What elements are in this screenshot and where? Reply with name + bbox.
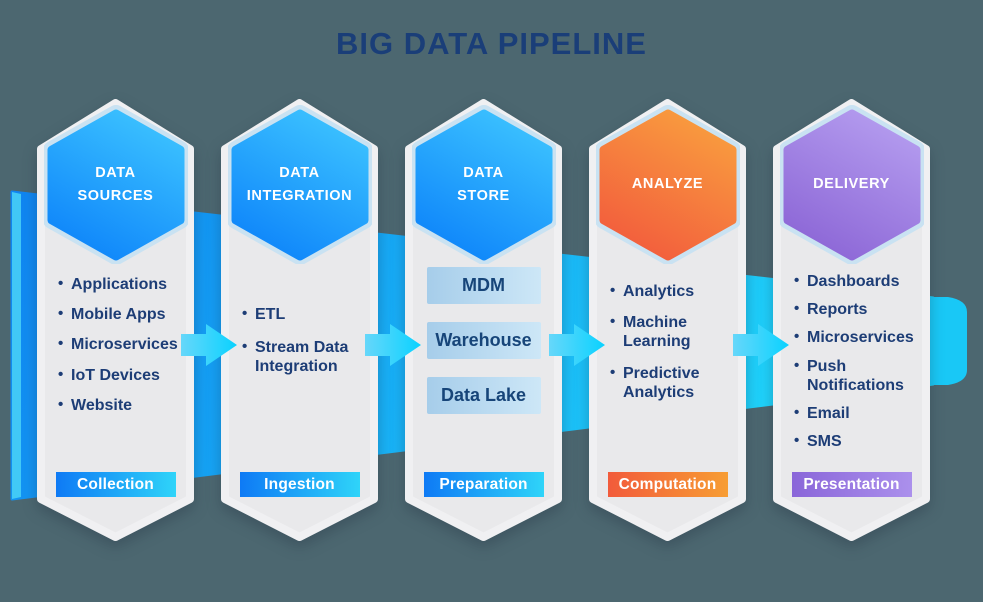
stage-bottom-label: Ingestion xyxy=(239,472,360,497)
stage-bottom-label: Presentation xyxy=(791,472,912,497)
list-item: • Applications xyxy=(58,275,184,294)
list-item-text: IoT Devices xyxy=(71,366,160,384)
stage-hexagon-badge-icon xyxy=(779,105,924,264)
list-item: • IoT Devices xyxy=(58,366,184,385)
arrow-tip xyxy=(930,297,967,385)
bullet-icon: • xyxy=(610,282,616,299)
bullet-icon: • xyxy=(794,328,800,346)
stage-card-computation: ANALYZE • Analytics • Machine Learning • Pred… xyxy=(589,97,746,543)
bullet-icon: • xyxy=(610,313,616,331)
list-item-text: Analytics xyxy=(623,283,695,300)
list-item: • Stream Data Integration xyxy=(242,338,368,376)
bullet-icon: • xyxy=(58,335,64,353)
list-item: • Microservices xyxy=(58,335,184,354)
bullet-icon: • xyxy=(794,432,800,450)
bullet-icon: • xyxy=(610,363,616,381)
list-item-text: Microservices xyxy=(71,336,178,354)
list-item-text: Dashboards xyxy=(807,273,900,290)
stage-bottom-label: Preparation xyxy=(423,472,544,497)
list-item: • Push Notifications xyxy=(794,357,920,395)
list-item-text: Push Notifications xyxy=(807,357,904,394)
list-item-text: Microservices xyxy=(807,329,914,347)
list-item-text: SMS xyxy=(807,433,842,451)
list-item-text: Email xyxy=(807,404,850,422)
list-item-text: Machine Learning xyxy=(623,314,691,351)
stage-badge-label: DATA INTEGRATION xyxy=(246,165,353,204)
stage-hexagon-badge-icon xyxy=(411,105,556,264)
list-item: • Machine Learning xyxy=(610,313,736,351)
stage-bottom-label: Computation xyxy=(607,472,728,497)
list-item: • Analytics xyxy=(610,282,736,301)
stage-item-list: •Applications•Mobile Apps•Microservices•… xyxy=(58,275,184,415)
bullet-icon: • xyxy=(58,275,64,292)
list-item: • SMS xyxy=(794,432,920,451)
bullet-icon: • xyxy=(794,403,800,421)
list-item: • Reports xyxy=(794,300,920,319)
list-item: • Website xyxy=(58,396,184,415)
bullet-icon: • xyxy=(242,305,248,322)
stage-hexagon-badge-icon xyxy=(43,105,188,264)
stage-hexagon-badge-icon xyxy=(227,105,372,264)
bullet-icon: • xyxy=(58,365,64,383)
stage-badge-label: DATA STORE xyxy=(457,165,510,204)
stage-bottom-label: Collection xyxy=(55,472,176,497)
list-item-text: Predictive Analytics xyxy=(623,364,700,401)
stage-card-collection: DATA SOURCES • Applications • Mobile Apps • M… xyxy=(37,97,194,543)
stage-badge-label: ANALYZE xyxy=(631,176,704,193)
stage-item-list: • Analytics • Machine Learning • Predictive A… xyxy=(610,282,736,402)
store-box: Data Lake xyxy=(426,377,541,414)
list-item: • Dashboards xyxy=(794,272,920,291)
list-item-text: Website xyxy=(71,396,133,414)
bullet-icon: • xyxy=(242,338,248,356)
list-item: • ETL xyxy=(242,305,368,324)
list-item-text: Mobile Apps xyxy=(71,306,166,324)
list-item-text: Applications xyxy=(71,276,168,293)
stage-item-list: • ETL • Stream Data Integration xyxy=(242,305,368,377)
bullet-icon: • xyxy=(58,305,64,323)
store-box: MDM xyxy=(426,267,541,304)
stage-card-ingestion: DATA INTEGRATION • ETL • Stream Data Integr… xyxy=(221,97,378,543)
stage-item-list: • Dashboards • Reports • Microservices • Push N… xyxy=(794,272,920,451)
stage-card-presentation: DELIVERY • Dashboards • Reports • Microservic… xyxy=(773,97,930,543)
list-item-text: ETL xyxy=(255,306,286,323)
list-item: • Email xyxy=(794,404,920,423)
bullet-icon: • xyxy=(794,356,800,374)
list-item-text: Reports xyxy=(807,301,868,319)
arrow-band-left-highlight xyxy=(12,192,21,499)
bullet-icon: • xyxy=(794,300,800,318)
list-item: • Predictive Analytics xyxy=(610,364,736,402)
bullet-icon: • xyxy=(58,395,64,413)
stage-badge-label: DELIVERY xyxy=(813,176,890,193)
bullet-icon: • xyxy=(794,272,800,289)
list-item: • Microservices xyxy=(794,328,920,347)
store-box: Warehouse xyxy=(426,322,541,359)
stage-badge-label: DATA SOURCES xyxy=(77,165,154,204)
page-title: BIG DATA PIPELINE xyxy=(336,26,647,61)
list-item-text: Stream Data Integration xyxy=(255,339,349,376)
list-item: • Mobile Apps xyxy=(58,305,184,324)
stage-hexagon-badge-icon xyxy=(595,105,740,264)
